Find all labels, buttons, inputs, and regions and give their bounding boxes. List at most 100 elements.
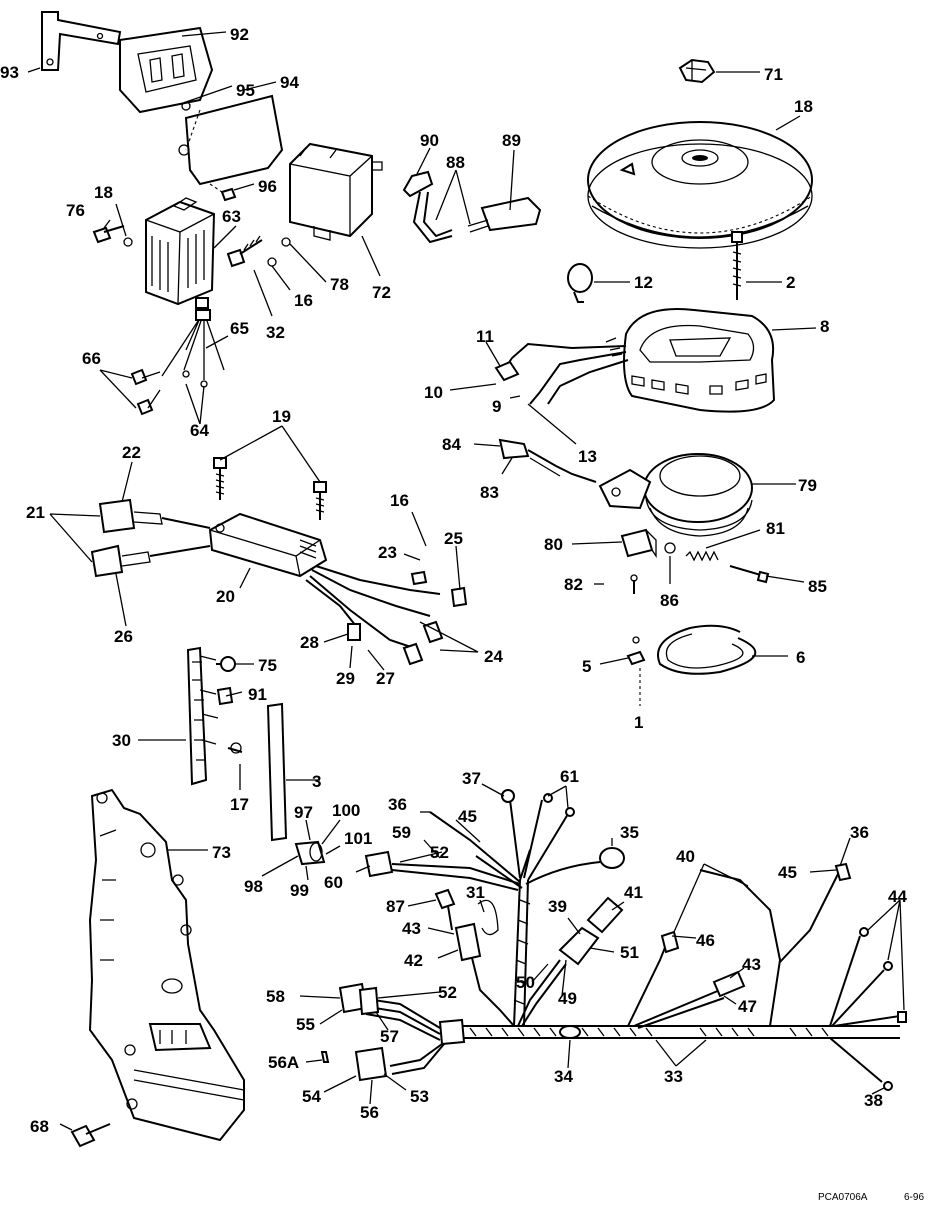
ignition-coil-72: [289, 142, 383, 241]
label-6: 6: [796, 648, 805, 667]
label-41: 41: [624, 883, 643, 902]
label-87: 87: [386, 897, 405, 916]
label-93: 93: [0, 63, 19, 82]
label-85: 85: [808, 577, 827, 596]
label-75: 75: [258, 656, 277, 675]
clip-91: [216, 686, 234, 706]
label-25: 25: [444, 529, 463, 548]
label-52-bottom: 52: [438, 983, 457, 1002]
label-95: 95: [236, 81, 255, 100]
label-46: 46: [696, 931, 715, 950]
label-98: 98: [244, 877, 263, 896]
power-pack-20: [208, 512, 328, 578]
connector-22: [98, 498, 211, 534]
label-3: 3: [312, 772, 321, 791]
label-27: 27: [376, 669, 395, 688]
screw-17: [227, 742, 243, 754]
label-92: 92: [230, 25, 249, 44]
label-81: 81: [766, 519, 785, 538]
label-88: 88: [446, 153, 465, 172]
leads-65: [161, 309, 225, 388]
bracket-93: [41, 11, 122, 71]
label-76: 76: [66, 201, 85, 220]
label-78: 78: [330, 275, 349, 294]
label-58: 58: [266, 987, 285, 1006]
screw-76: [92, 225, 133, 247]
label-39: 39: [548, 897, 567, 916]
callout-labels: 93 92 95 94 96 71 18 18 76 63 90 88 89 7…: [0, 25, 907, 1136]
label-86: 86: [660, 591, 679, 610]
label-63: 63: [222, 207, 241, 226]
label-33: 33: [664, 1067, 683, 1086]
boot-89: [467, 196, 542, 233]
label-57: 57: [380, 1027, 399, 1046]
bolt-32: [226, 235, 291, 268]
label-45-left: 45: [458, 807, 477, 826]
label-82: 82: [564, 575, 583, 594]
label-11: 11: [476, 327, 494, 346]
label-29: 29: [336, 669, 355, 688]
bolts-19: [213, 457, 327, 520]
label-2: 2: [786, 273, 795, 292]
label-36-right: 36: [850, 823, 869, 842]
footer: PCA0706A 6-96: [818, 1192, 924, 1203]
ring-6: [657, 624, 757, 675]
label-10: 10: [424, 383, 443, 402]
label-13: 13: [578, 447, 597, 466]
label-51: 51: [620, 943, 639, 962]
label-90: 90: [420, 131, 439, 150]
label-37: 37: [462, 769, 481, 788]
label-91: 91: [248, 685, 267, 704]
label-97: 97: [294, 803, 313, 822]
drawing-date: 6-96: [904, 1192, 924, 1203]
wiring-harness-33: [320, 789, 907, 1091]
leads-24: [305, 565, 468, 666]
spring-81: [664, 542, 719, 562]
screw-75: [216, 656, 236, 672]
label-56: 56: [360, 1103, 379, 1122]
strip-3: [266, 702, 288, 842]
label-12: 12: [634, 273, 653, 292]
label-36-left: 36: [388, 795, 407, 814]
label-96: 96: [258, 177, 277, 196]
label-68: 68: [30, 1117, 49, 1136]
label-49: 49: [558, 989, 577, 1008]
stator-8: [623, 308, 776, 413]
label-24: 24: [484, 647, 503, 666]
label-42: 42: [404, 951, 423, 970]
label-66: 66: [82, 349, 101, 368]
sensor-84: [498, 438, 597, 483]
label-30: 30: [112, 731, 131, 750]
label-64: 64: [190, 421, 209, 440]
label-94: 94: [280, 73, 299, 92]
connector-26: [90, 544, 211, 578]
label-61: 61: [560, 767, 579, 786]
label-45-right: 45: [778, 863, 797, 882]
label-28: 28: [300, 633, 319, 652]
clip-5: [626, 636, 646, 706]
label-59: 59: [392, 823, 411, 842]
clamp-12: [567, 263, 593, 303]
label-16-top: 16: [294, 291, 313, 310]
label-22: 22: [122, 443, 141, 462]
rectifier-63: [145, 197, 216, 309]
label-43-left: 43: [402, 919, 421, 938]
boot-90: [402, 170, 453, 244]
label-32: 32: [266, 323, 285, 342]
label-79: 79: [798, 476, 817, 495]
label-101: 101: [344, 829, 372, 848]
screw-85: [729, 565, 770, 584]
label-38: 38: [864, 1091, 883, 1110]
label-47: 47: [738, 997, 757, 1016]
bracket-30: [186, 646, 219, 786]
label-71: 71: [764, 65, 783, 84]
screw-2: [731, 231, 743, 300]
cover-plate-94: [178, 94, 284, 202]
label-31: 31: [466, 883, 485, 902]
label-52-top: 52: [430, 843, 449, 862]
label-80: 80: [544, 535, 563, 554]
label-84: 84: [442, 435, 461, 454]
label-54: 54: [302, 1087, 321, 1106]
label-44: 44: [888, 887, 907, 906]
